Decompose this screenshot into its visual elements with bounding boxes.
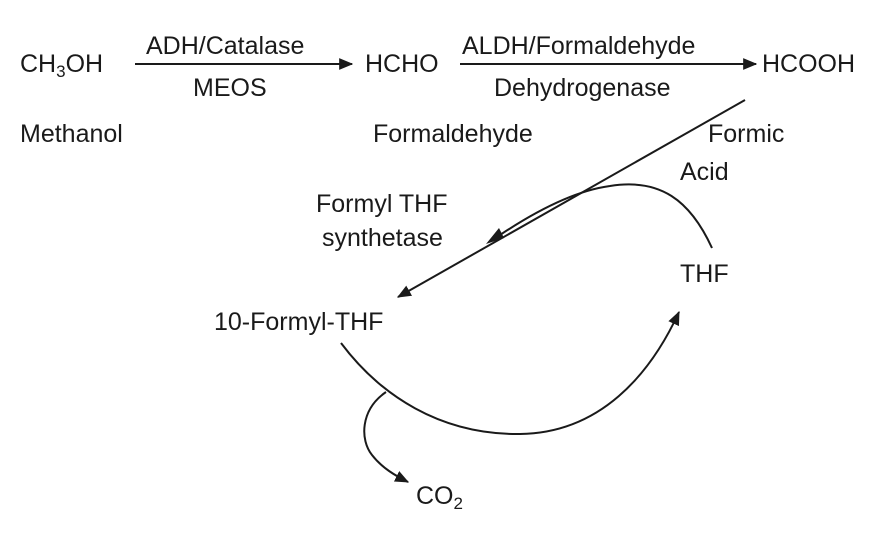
methanol-formula: CH3OH <box>20 50 104 81</box>
co2-label: CO2 <box>416 482 463 513</box>
synthetase-label-line2: synthetase <box>322 224 443 252</box>
enzyme-dehydrogenase-label: Dehydrogenase <box>494 74 671 102</box>
arc-branch-to-co2 <box>363 391 410 483</box>
arrow-formic-acid-to-formyl-thf <box>396 99 746 298</box>
enzyme-adh-catalase-label: ADH/Catalase <box>146 32 305 60</box>
formaldehyde-name: Formaldehyde <box>373 120 533 148</box>
arc-thf-to-diagonal <box>499 183 713 249</box>
thf-label: THF <box>680 260 729 288</box>
enzyme-aldh-label: ALDH/Formaldehyde <box>462 32 696 60</box>
formic-acid-formula: HCOOH <box>762 50 856 78</box>
formic-acid-name-line2: Acid <box>680 158 729 186</box>
synthetase-label-line1: Formyl THF <box>316 190 448 218</box>
formaldehyde-formula: HCHO <box>365 50 439 78</box>
diagonal-midpoint-arrowhead-icon <box>486 228 504 244</box>
enzyme-meos-label: MEOS <box>193 74 267 102</box>
arc-formyl-thf-to-thf <box>340 310 680 436</box>
formic-acid-name-line1: Formic <box>708 120 785 148</box>
formyl-thf-label: 10-Formyl-THF <box>214 308 384 336</box>
methanol-name: Methanol <box>20 120 123 148</box>
